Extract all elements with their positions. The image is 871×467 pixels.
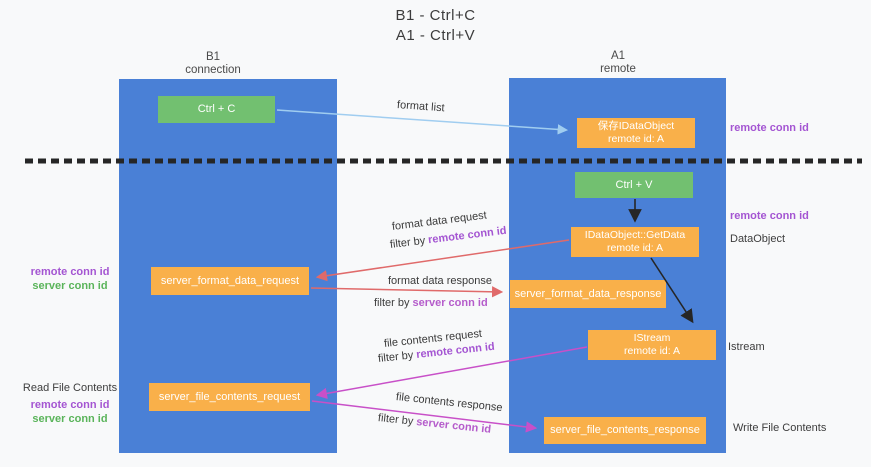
column-subtitle: connection <box>185 64 241 76</box>
diagram-title: B1 - Ctrl+C A1 - Ctrl+V <box>0 6 871 46</box>
node-sublabel: remote id: A <box>607 133 665 145</box>
server-conn-id-text: server conn id <box>412 297 488 309</box>
node-ctrl-c: Ctrl + C <box>158 96 275 123</box>
node-label: IDataObject::GetData <box>584 229 686 241</box>
label-format-list: format list <box>396 99 445 115</box>
side-label-server-conn-id-left-2: server conn id <box>32 413 108 425</box>
node-label: Ctrl + V <box>615 178 653 191</box>
node-ctrl-v: Ctrl + V <box>575 172 693 198</box>
column-name: A1 <box>610 50 626 62</box>
node-label: server_format_data_request <box>160 274 300 287</box>
column-header-a1: A1 remote <box>568 50 668 76</box>
column-name: B1 <box>205 51 221 63</box>
column-header-b1: B1 connection <box>163 51 263 77</box>
side-label-istream: Istream <box>728 341 765 353</box>
node-server-file-contents-response: server_file_contents_response <box>544 417 706 444</box>
node-sublabel: remote id: A <box>606 242 664 254</box>
node-server-file-contents-request: server_file_contents_request <box>149 383 310 411</box>
side-label-read-file-contents: Read File Contents <box>22 382 118 394</box>
node-istream: IStream remote id: A <box>588 330 716 360</box>
side-label-dataobject: DataObject <box>730 233 786 245</box>
node-server-format-data-response: server_format_data_response <box>510 280 666 308</box>
server-conn-id-text: server conn id <box>415 416 492 436</box>
node-label: IStream <box>633 332 671 344</box>
title-line-2: A1 - Ctrl+V <box>395 27 476 44</box>
filter-by-text: filter by <box>377 349 414 365</box>
node-save-idataobject: 保存IDataObject remote id: A <box>577 118 695 148</box>
filter-by-text: filter by <box>374 297 410 309</box>
node-idataobject-getdata: IDataObject::GetData remote id: A <box>571 227 699 257</box>
side-label-write-file-contents: Write File Contents <box>733 422 827 434</box>
side-label-remote-conn-id-left: remote conn id <box>30 266 110 278</box>
remote-conn-id-text: remote conn id <box>427 224 508 247</box>
side-label-remote-conn-id-top: remote conn id <box>730 122 809 134</box>
title-line-1: B1 - Ctrl+C <box>395 7 476 24</box>
node-server-format-data-request: server_format_data_request <box>151 267 309 295</box>
side-label-remote-conn-id-mid: remote conn id <box>730 210 809 222</box>
node-label: server_file_contents_request <box>158 390 301 403</box>
node-label: server_format_data_response <box>514 287 662 300</box>
filter-by-text: filter by <box>389 234 426 251</box>
node-label: Ctrl + C <box>197 103 236 115</box>
arrow-format-data-response <box>310 286 504 298</box>
side-label-server-conn-id-left: server conn id <box>32 280 108 292</box>
side-label-remote-conn-id-left-2: remote conn id <box>30 399 110 411</box>
node-sublabel: remote id: A <box>623 345 681 357</box>
label-format-data-response: format data response <box>388 275 492 287</box>
label-file-contents-response: file contents response <box>395 391 504 415</box>
column-subtitle: remote <box>600 63 636 75</box>
node-label: 保存IDataObject <box>597 120 675 132</box>
filter-by-text: filter by <box>377 412 414 428</box>
node-label: server_file_contents_response <box>550 424 700 436</box>
